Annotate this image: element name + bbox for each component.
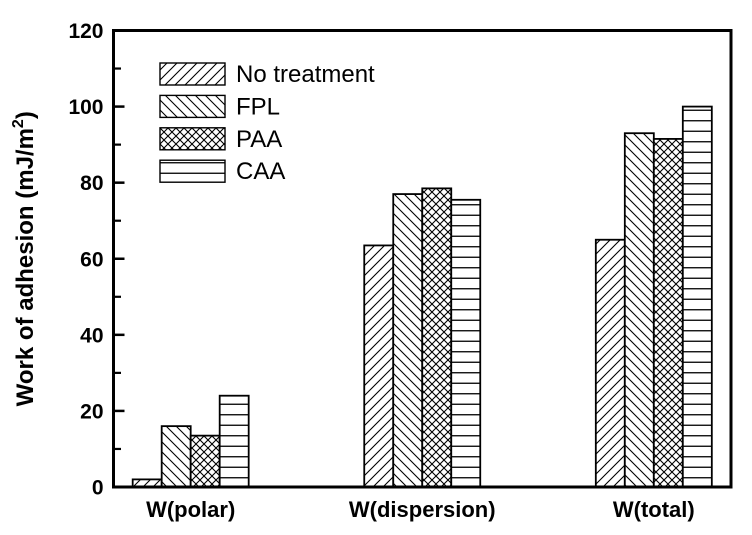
- bar-caa-w(dispersion): [450, 198, 482, 488]
- bar-fpl-w(total): [623, 132, 655, 488]
- bar-no-treatment-w(total): [594, 238, 626, 488]
- legend-label: FPL: [236, 93, 280, 120]
- plot-frame: [112, 29, 733, 489]
- y-tick-label: 60: [80, 248, 103, 271]
- legend-swatch-no-treatment: [159, 62, 226, 86]
- bar-caa-w(total): [681, 105, 713, 488]
- bar-fpl-w(dispersion): [392, 193, 424, 488]
- y-tick-label: 40: [80, 324, 103, 347]
- legend-label: No treatment: [236, 61, 375, 88]
- bar-no-treatment-w(dispersion): [363, 244, 395, 488]
- bar-paa-w(total): [652, 138, 684, 488]
- x-category-label: W(total): [613, 497, 695, 522]
- legend-swatch-caa: [159, 159, 226, 183]
- x-category-label: W(polar): [146, 497, 235, 522]
- y-tick-label: 80: [80, 172, 103, 195]
- y-axis-title: Work of adhesion (mJ/m2): [10, 111, 39, 406]
- y-tick-label: 0: [92, 477, 104, 500]
- legend-label: CAA: [236, 158, 285, 185]
- legend-label: PAA: [236, 126, 282, 153]
- y-tick-label: 20: [80, 400, 103, 423]
- legend-swatch-paa: [159, 127, 226, 151]
- y-tick-label: 120: [68, 20, 103, 43]
- x-category-label: W(dispersion): [349, 497, 496, 522]
- bar-fpl-w(polar): [160, 425, 192, 488]
- y-tick-label: 100: [68, 96, 103, 119]
- bar-paa-w(dispersion): [421, 187, 453, 488]
- bar-caa-w(polar): [218, 394, 250, 488]
- legend-swatch-fpl: [159, 94, 226, 119]
- bar-paa-w(polar): [189, 434, 221, 488]
